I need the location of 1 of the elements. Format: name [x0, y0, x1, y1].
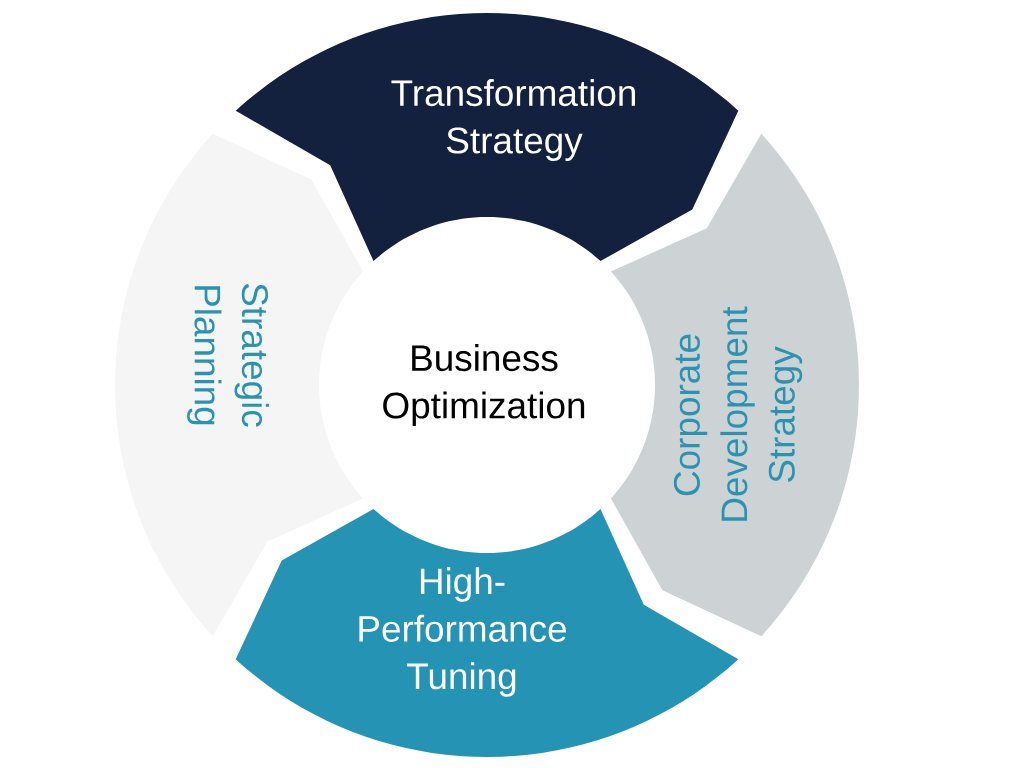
center-label: Business Optimization — [383, 344, 585, 426]
